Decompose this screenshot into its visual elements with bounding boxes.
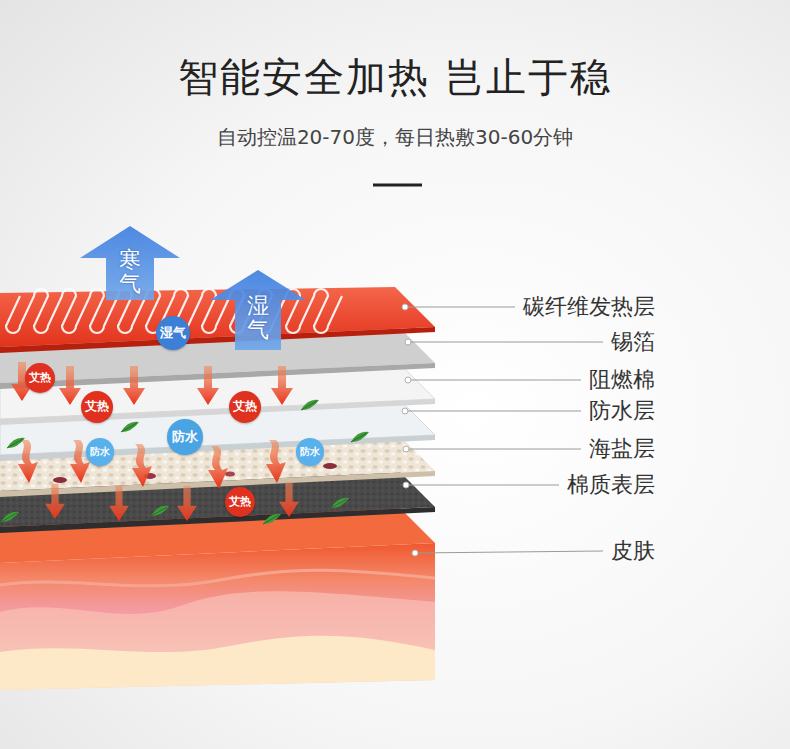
vapor-arrow: 寒气 (80, 226, 180, 300)
badge-circle: 艾热 (229, 391, 261, 423)
badge-text: 防水 (172, 430, 198, 445)
badge-circle: 防水 (167, 419, 203, 455)
vapor-arrow: 湿气 (210, 270, 306, 350)
badge-circle: 湿气 (156, 316, 190, 350)
badge-text: 艾热 (85, 400, 109, 414)
heat-arrows (11, 362, 299, 521)
layer-label: 锡箔 (611, 328, 655, 356)
herb-leaves (1, 400, 369, 524)
leader-lines (405, 307, 603, 553)
divider (373, 184, 422, 187)
badge-circle: 艾热 (81, 391, 113, 423)
subtitle: 自动控温20-70度，每日热敷30-60分钟 (0, 124, 790, 151)
layer-label: 棉质表层 (567, 471, 655, 499)
badge-circle: 艾热 (225, 487, 255, 517)
badge-text: 防水 (90, 446, 110, 458)
badge-text: 艾热 (233, 400, 257, 414)
layer-label: 阻燃棉 (589, 366, 655, 394)
badge-circle: 防水 (86, 438, 114, 466)
layer-label: 防水层 (589, 397, 655, 425)
badge-text: 艾热 (229, 496, 251, 509)
vertical-text: 寒气 (119, 248, 141, 296)
leader-dots (402, 304, 418, 556)
title: 智能安全加热 岂止于稳 (0, 50, 790, 105)
badge-circle: 艾热 (25, 363, 55, 393)
layer-label: 皮肤 (611, 537, 655, 565)
badge-text: 艾热 (29, 372, 51, 385)
skin-block (0, 503, 435, 690)
layer-label: 海盐层 (589, 435, 655, 463)
vertical-text: 湿气 (247, 294, 269, 342)
layer-label: 碳纤维发热层 (523, 293, 655, 321)
badge-text: 防水 (300, 446, 320, 458)
badge-text: 湿气 (160, 326, 186, 341)
badge-circle: 防水 (296, 438, 324, 466)
